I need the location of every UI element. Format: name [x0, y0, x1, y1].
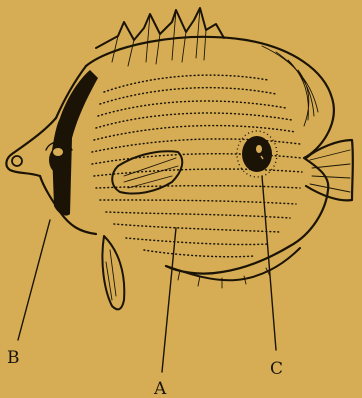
eye-highlight	[53, 148, 63, 156]
label-b: B	[7, 348, 20, 368]
label-c: C	[270, 359, 283, 379]
label-a: A	[153, 379, 167, 398]
